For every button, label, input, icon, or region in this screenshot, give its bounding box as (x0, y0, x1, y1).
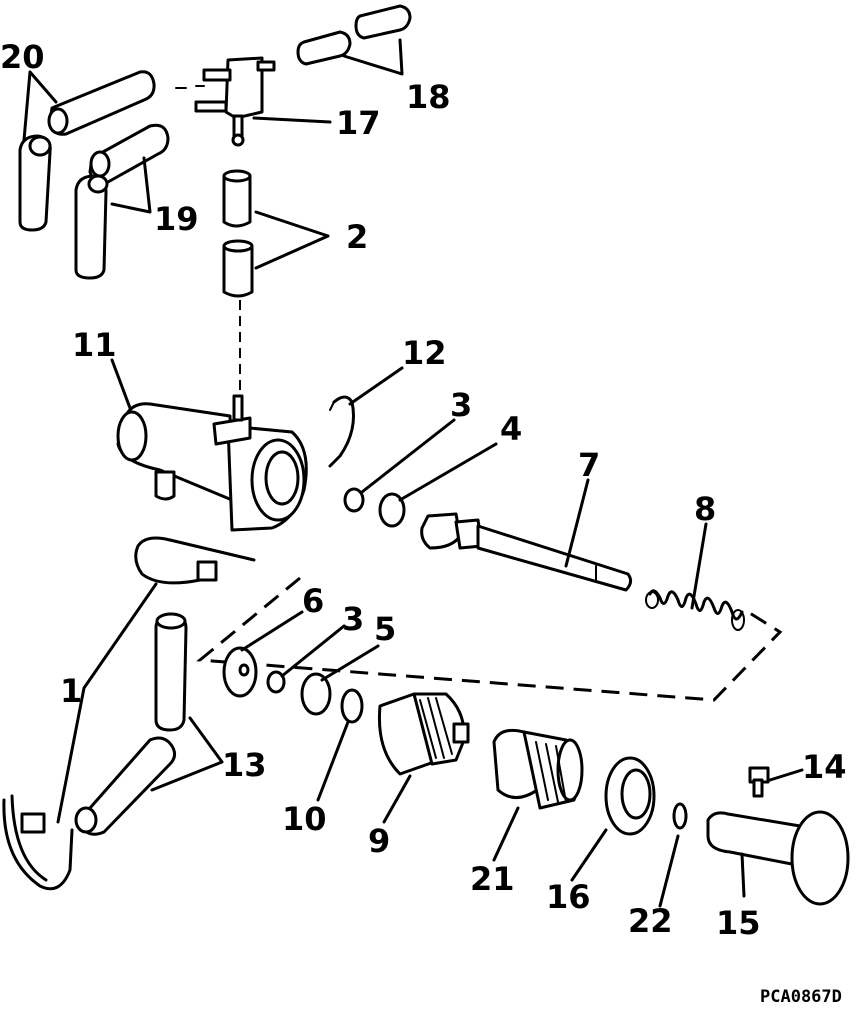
callout-3-lower: 3 (342, 600, 364, 638)
part-8-spring (645, 589, 745, 631)
part-20-hoses (18, 70, 205, 232)
callout-1: 1 (60, 672, 82, 710)
callout-7: 7 (578, 446, 600, 484)
leader-lines (22, 38, 804, 908)
part-5-ring (300, 672, 332, 716)
part-13-hoses (74, 612, 188, 836)
callout-16: 16 (546, 878, 591, 916)
part-17-tee-fitting (194, 56, 276, 147)
callout-2: 2 (346, 218, 368, 256)
callout-19: 19 (154, 200, 199, 238)
part-10-ring (340, 688, 364, 724)
callout-3-upper: 3 (450, 386, 472, 424)
callout-21: 21 (470, 860, 515, 898)
part-16-retainer (604, 756, 656, 836)
part-11-housing (116, 394, 308, 532)
callout-17: 17 (336, 104, 381, 142)
part-2-sleeves (222, 169, 254, 394)
part-clamp-strap (134, 536, 256, 585)
callout-13: 13 (222, 746, 267, 784)
part-18-connectors (296, 4, 412, 66)
part-14-screw (748, 766, 770, 798)
part-19-hoses (74, 123, 170, 280)
part-9-valve-body (377, 692, 470, 776)
callout-18: 18 (406, 78, 451, 116)
part-7-shaft (420, 512, 633, 592)
callout-11: 11 (72, 326, 117, 364)
callout-8: 8 (694, 490, 716, 528)
part-3-o-ring-upper (343, 487, 365, 513)
callout-5: 5 (374, 610, 396, 648)
part-21-nut (492, 728, 584, 810)
callout-4: 4 (500, 410, 522, 448)
part-1-strap-clamp (2, 794, 74, 891)
part-12-clip (328, 395, 355, 468)
callout-6: 6 (302, 582, 324, 620)
callout-14: 14 (802, 748, 847, 786)
callout-10: 10 (282, 800, 327, 838)
callout-9: 9 (368, 822, 390, 860)
part-15-knob (706, 810, 850, 906)
part-22-o-ring (672, 802, 688, 830)
callout-22: 22 (628, 902, 673, 940)
part-6-washer (222, 646, 258, 698)
part-3-o-ring-lower (266, 670, 286, 694)
callout-20: 20 (0, 38, 45, 76)
assembly-group-outline (196, 576, 783, 702)
callout-15: 15 (716, 904, 761, 942)
callout-12: 12 (402, 334, 447, 372)
part-4-o-ring (378, 492, 406, 528)
figure-code: PCA0867D (760, 987, 842, 1007)
